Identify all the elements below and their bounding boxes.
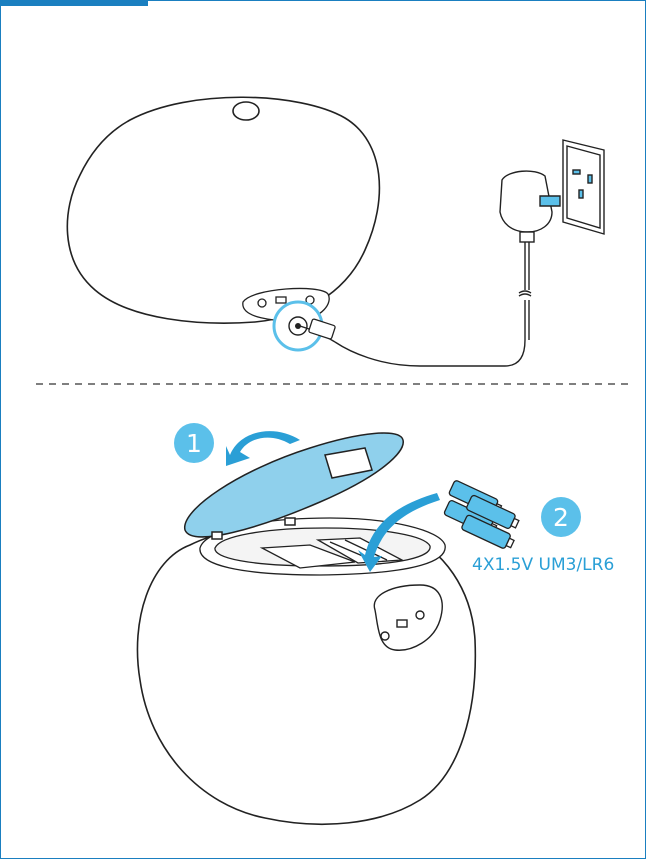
wall-socket-icon xyxy=(563,140,604,234)
battery-icon xyxy=(437,480,526,551)
step-badge-1: 1 xyxy=(174,423,214,463)
step-number: 1 xyxy=(186,429,202,458)
speaker-rear xyxy=(67,97,379,323)
step-badge-2: 2 xyxy=(541,497,581,537)
battery-spec-label: 4X1.5V UM3/LR6 xyxy=(472,555,614,575)
step-number: 2 xyxy=(553,503,569,532)
power-adapter-icon xyxy=(500,171,560,242)
